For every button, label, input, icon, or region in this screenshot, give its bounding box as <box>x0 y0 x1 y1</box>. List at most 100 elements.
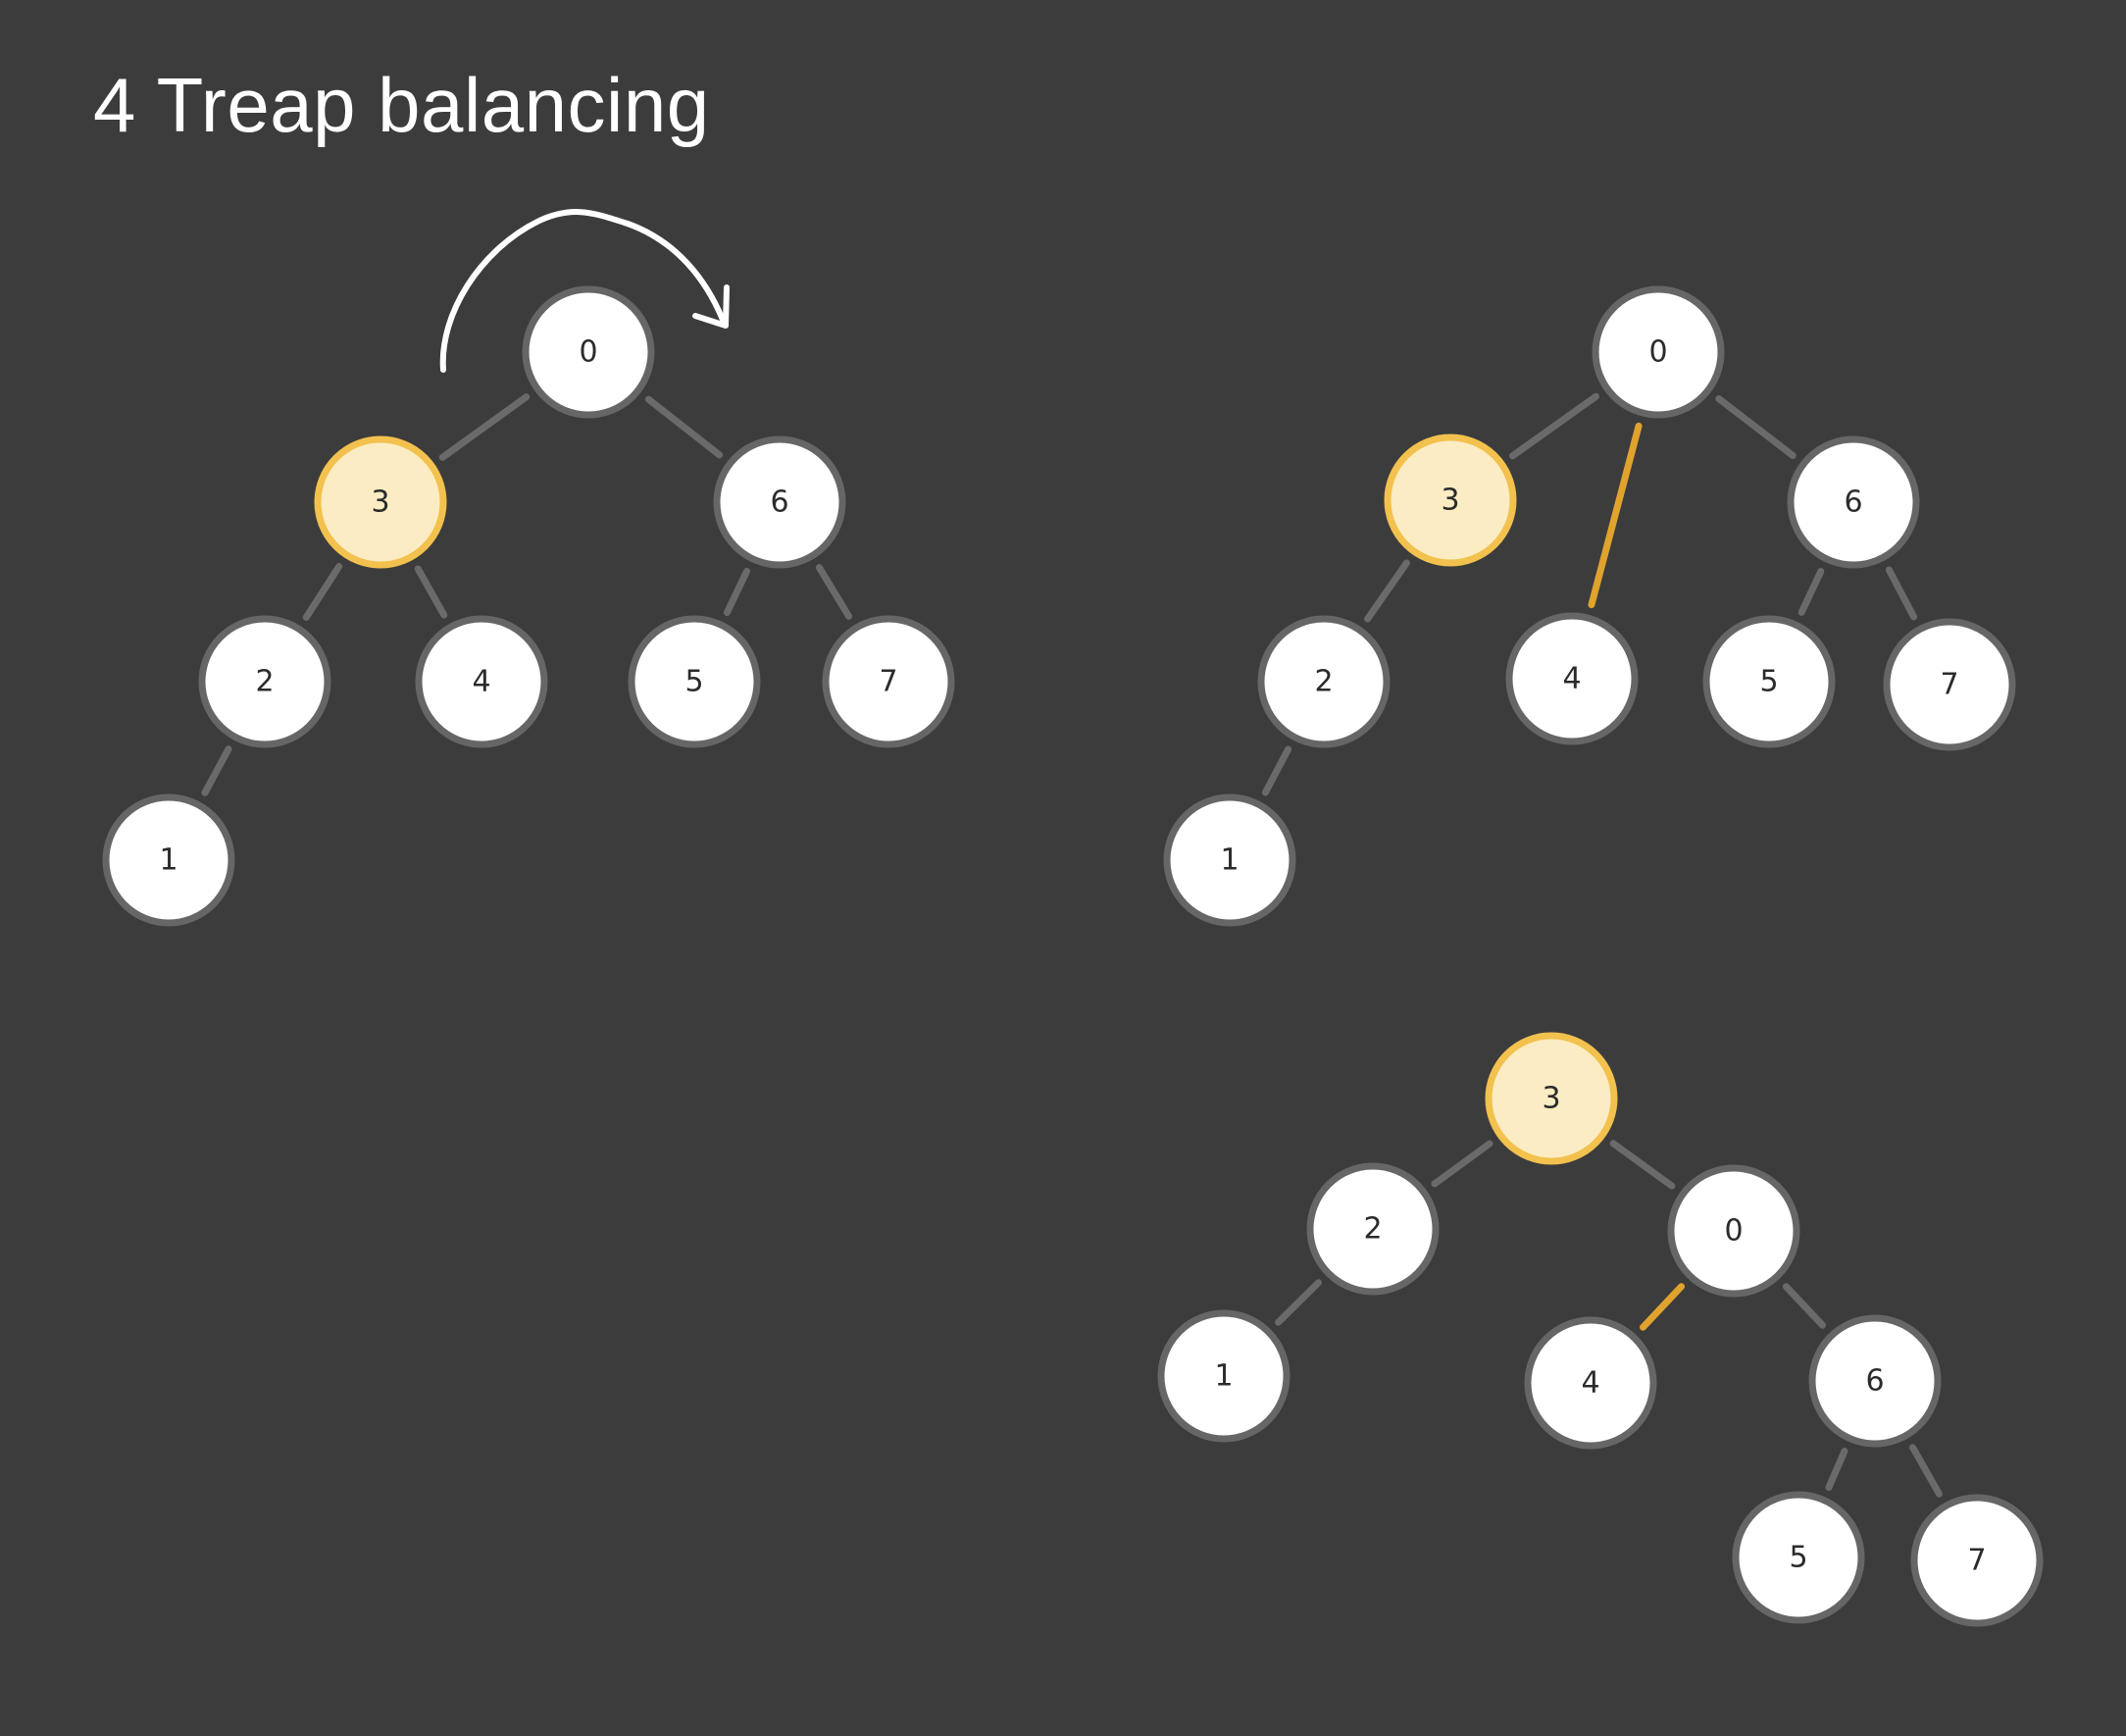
tree-node-during-rotation-5: 5 <box>1702 615 1836 748</box>
tree-node-before-rotation-1: 1 <box>102 793 235 927</box>
node-circle <box>713 435 846 569</box>
curved-arrow-right-icon <box>439 209 730 373</box>
node-label: 4 <box>1562 662 1581 696</box>
node-circle <box>1524 1316 1657 1450</box>
highlighted-edge-after-rotation-c0-c4 <box>1639 1283 1686 1331</box>
node-label: 2 <box>1363 1212 1382 1247</box>
tree-node-before-rotation-2: 2 <box>198 615 331 748</box>
tree-edge-before-rotation-a0-a3 <box>438 393 531 461</box>
node-label: 5 <box>1759 665 1778 699</box>
tree-node-after-rotation-3: 3 <box>1485 1032 1618 1165</box>
node-label: 7 <box>1940 668 1958 702</box>
node-label: 7 <box>1967 1544 1986 1578</box>
tree-edge-after-rotation-c6-c7 <box>1909 1444 1943 1498</box>
tree-node-after-rotation-1: 1 <box>1157 1309 1291 1443</box>
tree-node-during-rotation-2: 2 <box>1257 615 1391 748</box>
rotation-arrow-body <box>439 209 726 373</box>
node-circle <box>628 615 761 748</box>
tree-node-after-rotation-4: 4 <box>1524 1316 1657 1450</box>
page-title: 4 Treap balancing <box>93 62 710 148</box>
node-label: 1 <box>1214 1359 1233 1394</box>
tree-node-after-rotation-0: 0 <box>1667 1164 1800 1298</box>
node-label: 0 <box>1724 1214 1743 1249</box>
node-circle <box>1257 615 1391 748</box>
node-circle <box>198 615 331 748</box>
tree-edge-before-rotation-a3-a4 <box>414 565 448 619</box>
tree-edge-before-rotation-a6-a5 <box>723 567 751 617</box>
tree-edge-during-rotation-b2-b1 <box>1261 745 1292 796</box>
tree-edge-during-rotation-b0-b6 <box>1715 395 1797 459</box>
tree-node-before-rotation-3: 3 <box>314 435 447 569</box>
tree-node-during-rotation-4: 4 <box>1505 612 1639 745</box>
tree-node-after-rotation-7: 7 <box>1910 1494 2044 1627</box>
node-label: 5 <box>684 665 703 699</box>
tree-edge-during-rotation-b6-b7 <box>1885 566 1918 621</box>
tree-node-during-rotation-3: 3 <box>1384 434 1517 567</box>
highlighted-node-circle <box>314 435 447 569</box>
tree-edge-after-rotation-c3-c2 <box>1431 1140 1493 1188</box>
tree-node-before-rotation-4: 4 <box>415 615 548 748</box>
tree-edge-before-rotation-a2-a1 <box>201 745 232 796</box>
node-circle <box>1702 615 1836 748</box>
node-circle <box>1306 1162 1440 1296</box>
highlighted-edge-during-rotation-b0-b4 <box>1588 422 1643 609</box>
tree-edge-after-rotation-c0-c6 <box>1782 1283 1827 1329</box>
node-label: 3 <box>371 485 389 520</box>
tree-edge-before-rotation-a0-a6 <box>644 395 724 459</box>
tree-node-after-rotation-6: 6 <box>1808 1314 1942 1448</box>
node-circle <box>1592 285 1725 419</box>
node-circle <box>1505 612 1639 745</box>
tree-edge-before-rotation-a3-a2 <box>302 563 343 621</box>
node-circle <box>1910 1494 2044 1627</box>
node-label: 1 <box>1220 843 1239 878</box>
node-label: 6 <box>1844 485 1862 520</box>
rotation-arrow-head <box>692 284 730 329</box>
node-circle <box>1157 1309 1291 1443</box>
node-label: 2 <box>255 665 274 699</box>
tree-edge-before-rotation-a6-a7 <box>815 564 853 620</box>
node-label: 6 <box>1865 1364 1884 1399</box>
node-circle <box>1808 1314 1942 1448</box>
node-circle <box>822 615 955 748</box>
nodes-layer: 0 3 6 2 4 5 7 1 0 3 6 2 4 5 7 1 3 2 0 1 4 6 5 7 <box>102 285 2044 1627</box>
tree-node-during-rotation-1: 1 <box>1163 793 1296 927</box>
node-label: 5 <box>1789 1541 1807 1575</box>
tree-edge-during-rotation-b3-b2 <box>1364 559 1410 623</box>
annotations-layer <box>439 209 730 373</box>
tree-edge-during-rotation-b6-b5 <box>1797 568 1825 616</box>
node-circle <box>102 793 235 927</box>
node-circle <box>1732 1491 1865 1624</box>
node-circle <box>1163 793 1296 927</box>
tree-edge-after-rotation-c6-c5 <box>1825 1448 1848 1491</box>
tree-node-after-rotation-5: 5 <box>1732 1491 1865 1624</box>
node-label: 1 <box>159 843 177 878</box>
node-circle <box>522 285 655 419</box>
node-label: 3 <box>1441 484 1459 518</box>
edges-layer <box>201 392 1943 1498</box>
tree-edge-during-rotation-b0-b3 <box>1509 392 1599 460</box>
node-circle <box>1883 618 2016 751</box>
node-label: 4 <box>1581 1366 1599 1401</box>
node-label: 3 <box>1542 1082 1560 1116</box>
tree-node-before-rotation-7: 7 <box>822 615 955 748</box>
tree-node-before-rotation-0: 0 <box>522 285 655 419</box>
node-label: 4 <box>472 665 490 699</box>
tree-node-before-rotation-6: 6 <box>713 435 846 569</box>
node-label: 7 <box>879 665 897 699</box>
tree-node-during-rotation-6: 6 <box>1787 435 1920 569</box>
tree-edge-after-rotation-c3-c0 <box>1609 1140 1676 1190</box>
tree-edge-after-rotation-c2-c1 <box>1275 1279 1322 1326</box>
node-label: 0 <box>579 335 597 370</box>
tree-node-after-rotation-2: 2 <box>1306 1162 1440 1296</box>
node-circle <box>1787 435 1920 569</box>
highlighted-node-circle <box>1384 434 1517 567</box>
tree-node-during-rotation-0: 0 <box>1592 285 1725 419</box>
node-label: 2 <box>1314 665 1333 699</box>
tree-node-during-rotation-7: 7 <box>1883 618 2016 751</box>
node-circle <box>1667 1164 1800 1298</box>
node-label: 0 <box>1648 335 1667 370</box>
node-circle <box>415 615 548 748</box>
node-label: 6 <box>770 485 788 520</box>
highlighted-node-circle <box>1485 1032 1618 1165</box>
